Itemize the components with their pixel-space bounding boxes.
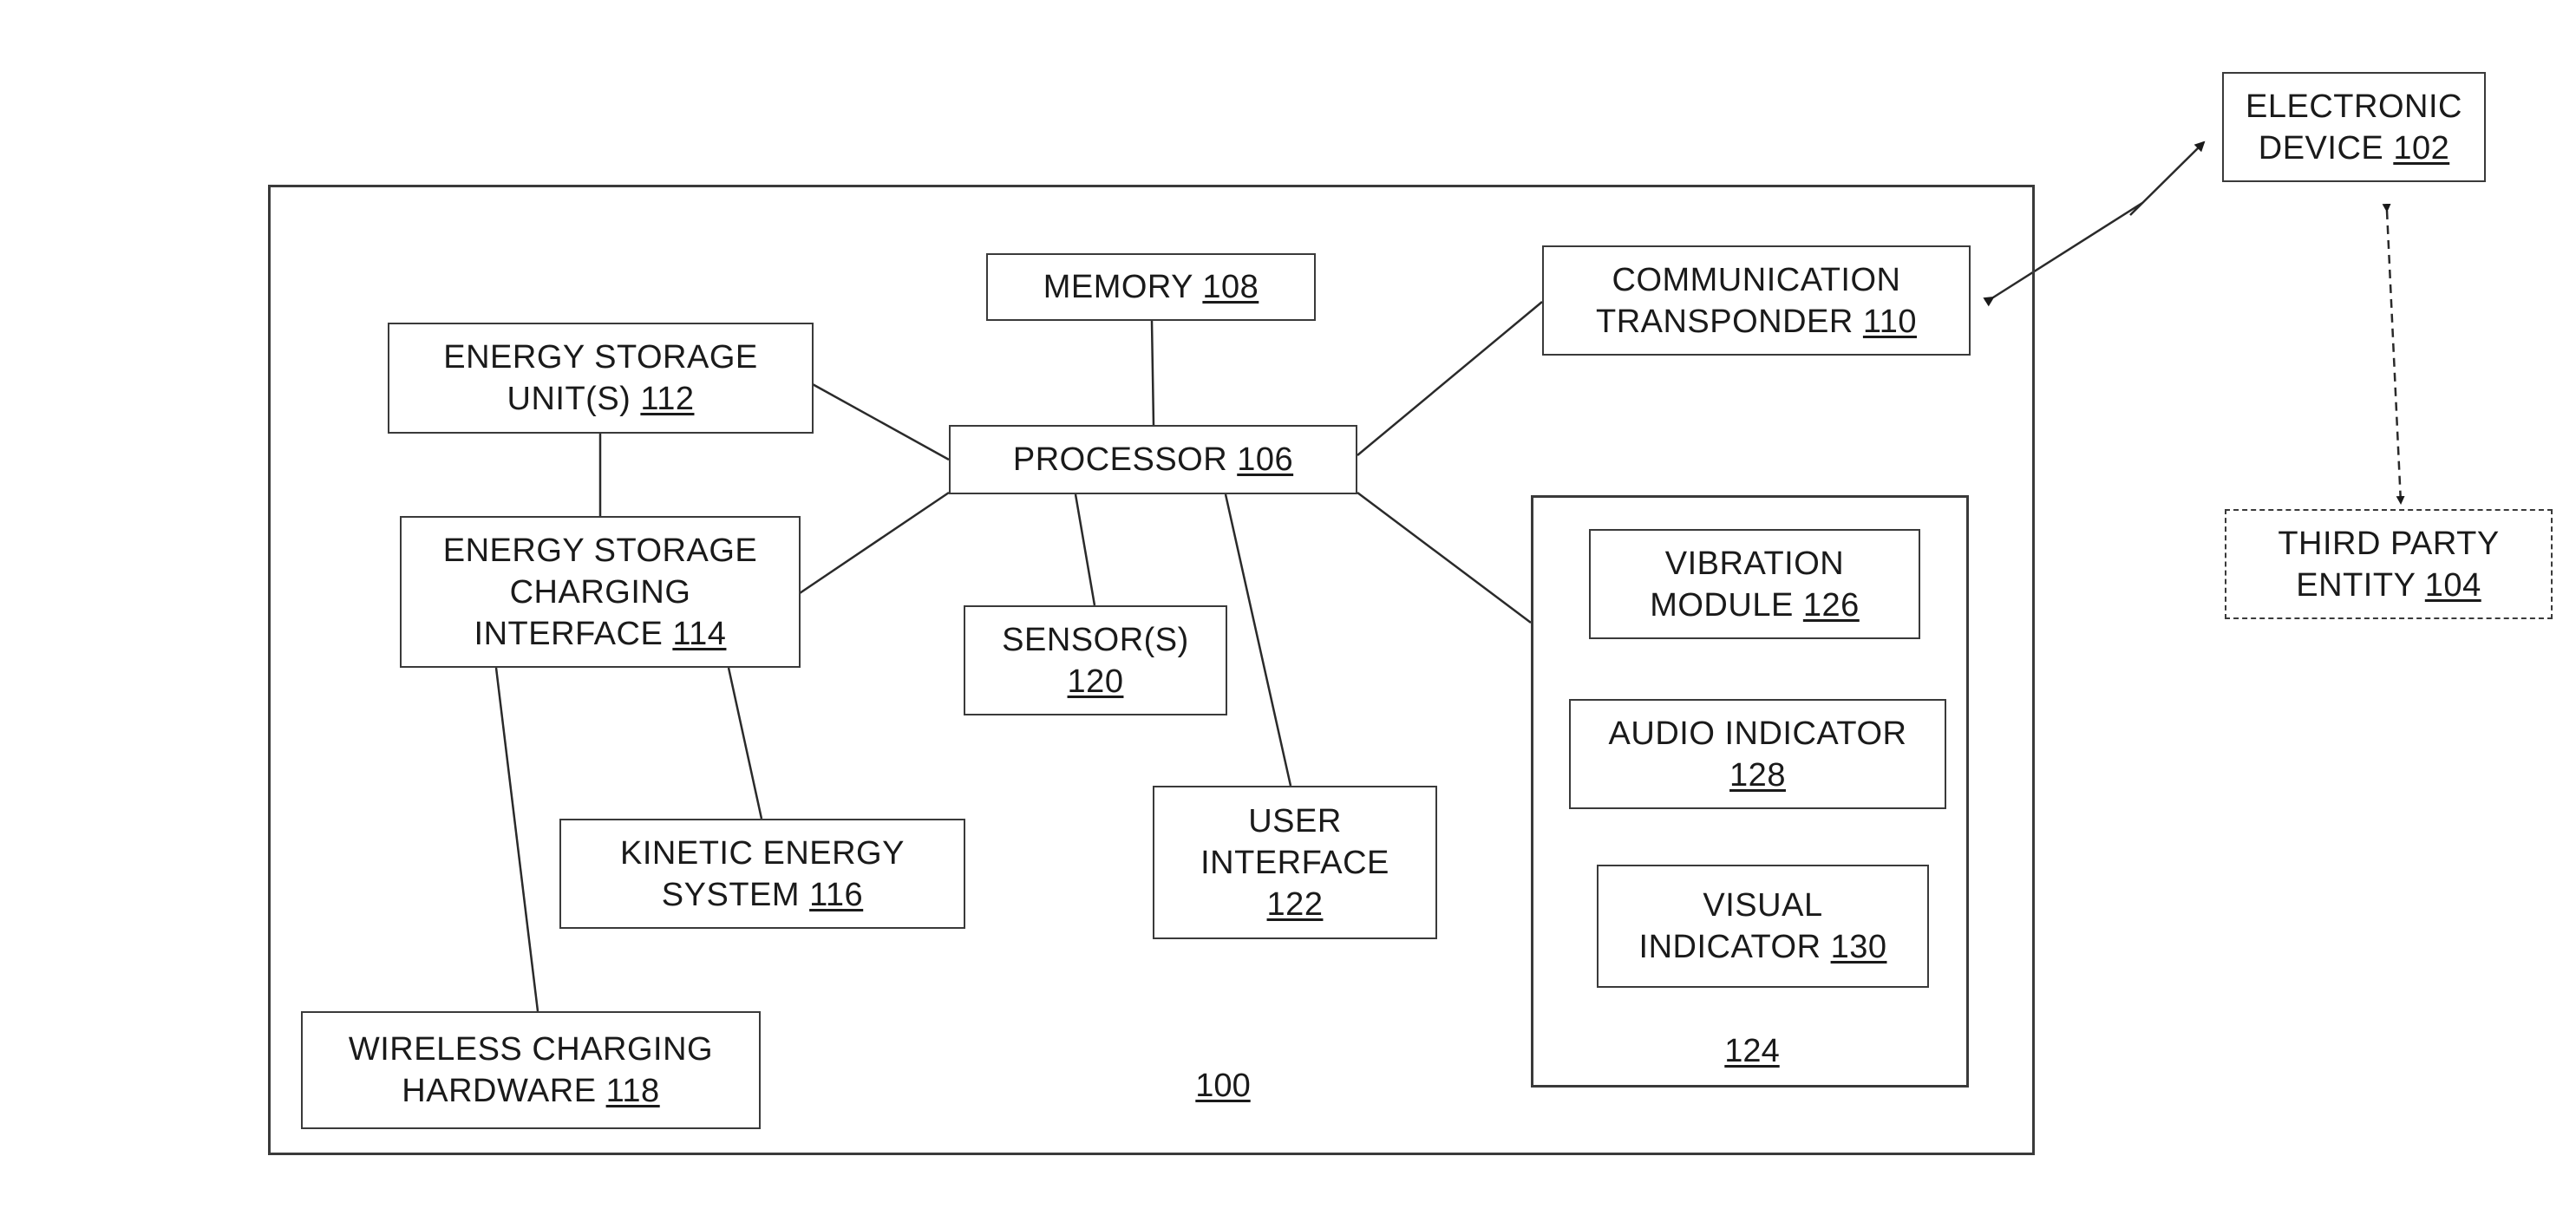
visual-ref: 130 [1831, 929, 1887, 965]
energy-storage-line2: UNIT(S) [507, 381, 641, 417]
electronic-device-line1: ELECTRONIC [2246, 86, 2462, 127]
sensors-box: SENSOR(S) 120 [964, 605, 1227, 715]
audio-indicator-box: AUDIO INDICATOR 128 [1569, 699, 1946, 809]
electronic-device-line2: DEVICE [2259, 130, 2394, 167]
charging-interface-ref: 114 [672, 616, 726, 652]
user-interface-box: USER INTERFACE 122 [1153, 786, 1437, 939]
third-party-entity-box: THIRD PARTY ENTITY 104 [2225, 509, 2553, 619]
charging-interface-line2: CHARGING [510, 572, 691, 613]
charging-interface-line3: INTERFACE [474, 616, 673, 652]
electronic-device-box: ELECTRONIC DEVICE 102 [2222, 72, 2486, 182]
user-interface-line1: USER [1248, 800, 1342, 842]
charging-interface-box: ENERGY STORAGE CHARGING INTERFACE 114 [400, 516, 801, 668]
sensors-ref: 120 [1068, 663, 1124, 700]
vibration-module-box: VIBRATION MODULE 126 [1589, 529, 1920, 639]
processor-label: PROCESSOR [1013, 441, 1237, 478]
link-device-third-party [2387, 211, 2401, 503]
wireless-line1: WIRELESS CHARGING [349, 1029, 713, 1070]
third-party-line2: ENTITY [2296, 567, 2425, 604]
wireless-ref: 118 [606, 1073, 660, 1109]
system-ref: 100 [1171, 1065, 1275, 1107]
energy-storage-ref: 112 [640, 381, 694, 417]
sensors-label: SENSOR(S) [1002, 619, 1189, 661]
vibration-line2: MODULE [1650, 587, 1803, 624]
vibration-ref: 126 [1803, 587, 1860, 624]
indicator-group-ref: 124 [1700, 1030, 1804, 1072]
kinetic-line1: KINETIC ENERGY [620, 833, 905, 874]
wireless-charging-hardware-box: WIRELESS CHARGING HARDWARE 118 [301, 1011, 761, 1129]
communication-transponder-box: COMMUNICATION TRANSPONDER 110 [1542, 245, 1971, 356]
memory-box: MEMORY 108 [986, 253, 1316, 321]
memory-ref: 108 [1202, 269, 1259, 305]
audio-ref: 128 [1729, 757, 1786, 794]
energy-storage-unit-box: ENERGY STORAGE UNIT(S) 112 [388, 323, 814, 434]
electronic-device-ref: 102 [2393, 130, 2449, 167]
wireless-line2: HARDWARE [402, 1073, 605, 1109]
third-party-line1: THIRD PARTY [2278, 523, 2499, 565]
user-interface-ref: 122 [1267, 886, 1324, 923]
charging-interface-line1: ENERGY STORAGE [443, 530, 757, 572]
transponder-ref: 110 [1863, 304, 1917, 340]
memory-label: MEMORY [1043, 269, 1203, 305]
visual-line2: INDICATOR [1639, 929, 1831, 965]
kinetic-ref: 116 [809, 877, 863, 913]
audio-label: AUDIO INDICATOR [1609, 713, 1907, 754]
transponder-line2: TRANSPONDER [1596, 304, 1863, 340]
third-party-ref: 104 [2425, 567, 2481, 604]
processor-box: PROCESSOR 106 [949, 425, 1357, 494]
visual-line1: VISUAL [1703, 885, 1822, 926]
processor-ref: 106 [1237, 441, 1293, 478]
visual-indicator-box: VISUAL INDICATOR 130 [1597, 865, 1929, 988]
transponder-line1: COMMUNICATION [1612, 259, 1901, 301]
kinetic-line2: SYSTEM [662, 877, 809, 913]
vibration-line1: VIBRATION [1665, 543, 1845, 585]
energy-storage-line1: ENERGY STORAGE [443, 336, 757, 378]
kinetic-energy-system-box: KINETIC ENERGY SYSTEM 116 [559, 819, 965, 929]
user-interface-line2: INTERFACE [1200, 842, 1389, 884]
